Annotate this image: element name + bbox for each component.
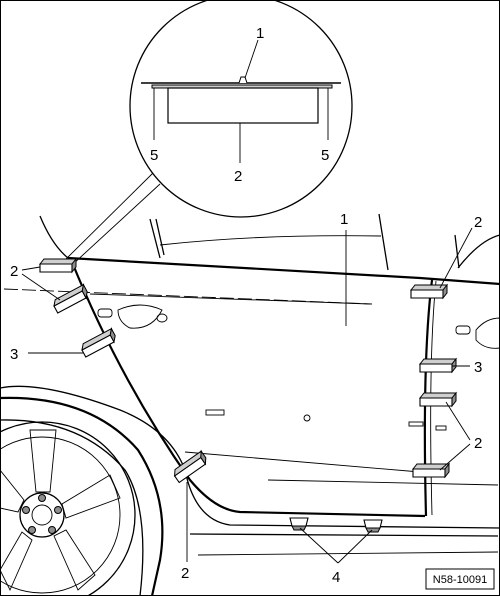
detail-leader-1: [244, 39, 259, 79]
spacer-upper-rear: [409, 283, 449, 300]
callout-spacer-upper-rear: 2: [474, 214, 482, 231]
callout-spacer-middle-rear: 3: [474, 359, 482, 376]
door-detail-slot-2: [408, 421, 424, 427]
detail-circle: [129, 0, 353, 218]
spacer-lower-rear-a: [418, 391, 458, 408]
wheel-arch-and-sill: [0, 385, 500, 529]
leader-spacer-lower-rear-b: [439, 443, 471, 471]
spacer-lower-front: [173, 449, 207, 484]
callout-detail-left-end: 5: [150, 147, 158, 164]
lower-door-crease: [184, 451, 421, 473]
detail-leader-lower: [71, 183, 161, 266]
vehicle-body: [0, 213, 500, 556]
callout-door-panel: 1: [340, 211, 348, 228]
callout-spacer-middle-front: 3: [10, 346, 18, 363]
door-detail-hole: [303, 414, 311, 422]
front-door-gap: [70, 261, 426, 518]
tire-outer: [0, 396, 164, 596]
detail-clip: [238, 76, 248, 84]
reference-code-box: N58-10091: [425, 568, 495, 590]
sill-spacer-left: [289, 517, 309, 531]
spacer-lower-rear-b: [411, 462, 451, 479]
sill-spacer-right: [363, 519, 383, 533]
a-pillar-edge: [39, 215, 69, 259]
leader-spacer-upper-front-a: [21, 266, 41, 271]
callout-labels: 1 5 5 2 1 2 3 2 2 3 2 4: [10, 25, 482, 586]
leader-spacer-lower-rear-a: [445, 401, 471, 441]
spacer-upper-front-a: [38, 257, 78, 274]
front-wheel: [0, 396, 164, 596]
door-detail-slot-3: [435, 425, 447, 431]
callout-spacer-lower-front: 2: [181, 565, 189, 582]
front-door-handle: [97, 304, 168, 329]
sill-bottom: [189, 533, 499, 537]
sill-crease: [267, 479, 499, 486]
leader-sill-spacer-left: [299, 527, 339, 564]
hub-center: [31, 504, 53, 526]
tire-inner: [0, 419, 144, 596]
door-crease: [89, 293, 371, 305]
rim-inner: [0, 436, 121, 594]
reference-code-frame: [425, 568, 495, 590]
rear-door-gap: [423, 279, 434, 517]
wheel-spokes: [0, 429, 121, 592]
reference-code: N58-10091: [433, 574, 487, 586]
hub: [19, 492, 65, 538]
spacer-middle-front: [81, 327, 116, 358]
callout-detail-block: 2: [234, 168, 242, 185]
spacers: [38, 257, 458, 533]
callout-detail-right-end: 5: [321, 147, 329, 164]
callout-spacer-lower-rear: 2: [474, 435, 482, 452]
b-pillar: [378, 213, 389, 271]
callout-detail-rail: 1: [256, 25, 264, 42]
rear-door-handle: [455, 317, 500, 349]
leader-spacer-upper-rear: [439, 227, 473, 289]
window-frame-line: [159, 235, 382, 246]
door-detail-slot-1: [205, 409, 225, 416]
detail-magnifier: [63, 0, 353, 266]
callout-spacer-upper-front: 2: [10, 263, 18, 280]
callout-sill-spacers: 4: [332, 569, 340, 586]
spacer-middle-rear: [418, 357, 458, 374]
rear-window-frame: [454, 234, 500, 269]
detail-spacer-block: [167, 87, 319, 124]
door-top-edge: [67, 256, 500, 286]
wheel-lug-nuts: [22, 494, 62, 534]
main-leader-lines: [21, 227, 473, 564]
leader-sill-spacer-right: [337, 529, 373, 564]
detail-leader-upper: [63, 172, 154, 262]
spacer-upper-front-b: [53, 283, 88, 314]
mirror-stem: [149, 218, 165, 259]
rim-outer: [0, 421, 136, 596]
leader-spacer-upper-front-b: [21, 273, 61, 301]
